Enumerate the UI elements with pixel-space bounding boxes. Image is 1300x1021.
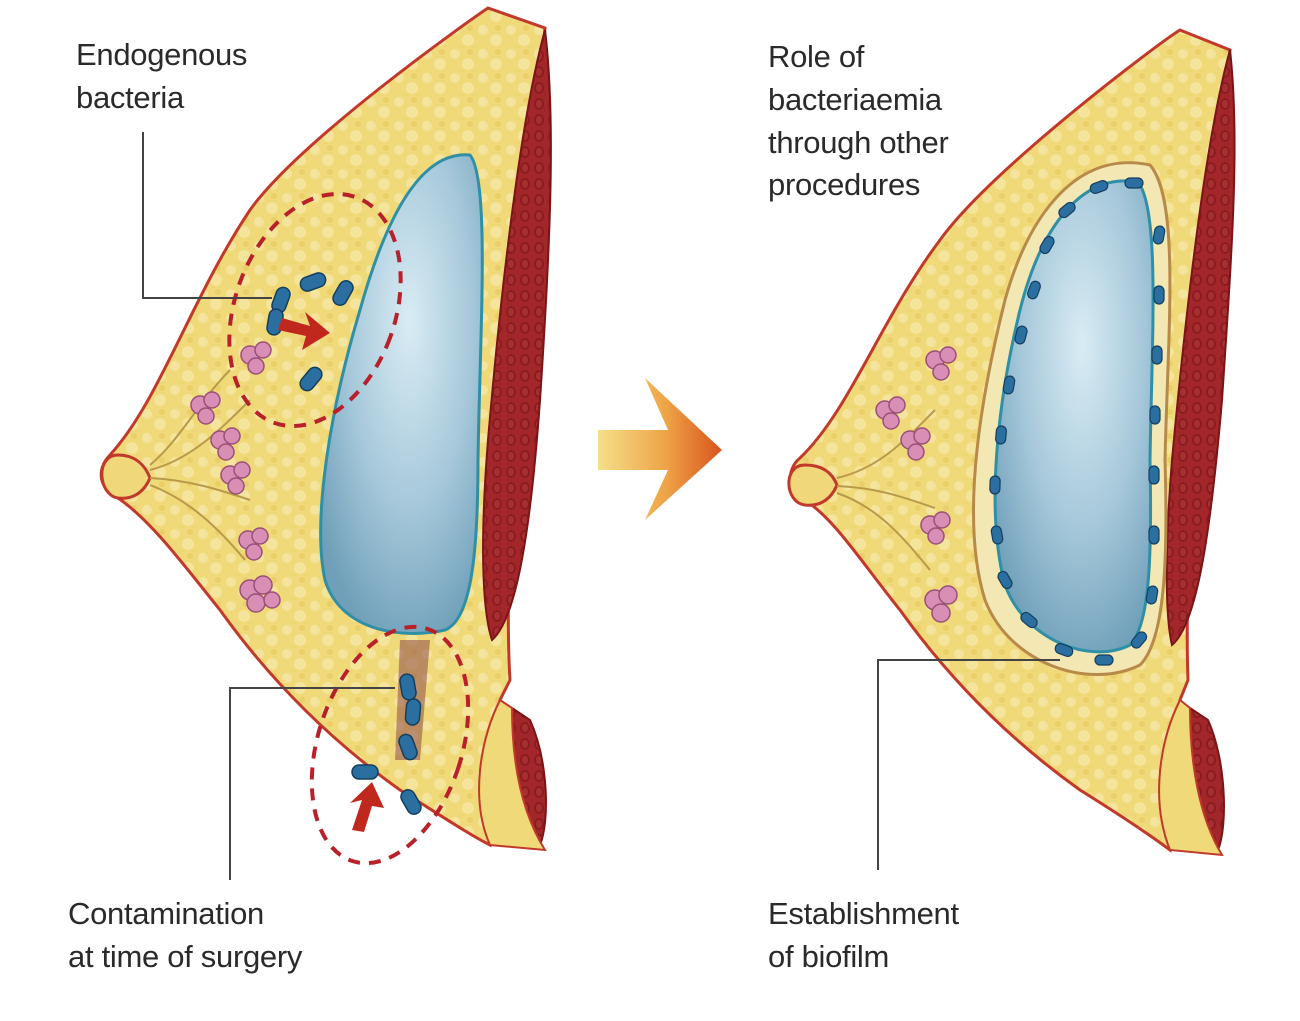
- left-entry-arrow-lower: [350, 782, 384, 832]
- label-role-of-bacteriaemia: Role of bacteriaemia through other proce…: [768, 39, 949, 203]
- left-entry-arrow-upper: [278, 312, 330, 350]
- transition-arrow: [598, 378, 722, 520]
- label-endogenous-bacteria: Endogenous bacteria: [76, 37, 248, 115]
- left-bacteria-cluster-upper: [266, 272, 354, 392]
- right-nipple: [787, 463, 839, 507]
- left-mammary-glands: [190, 341, 281, 613]
- left-milk-ducts: [149, 369, 251, 561]
- leader-line-contamination: [229, 687, 395, 880]
- left-pectoral-muscle: [482, 29, 552, 642]
- left-implant: [319, 153, 484, 635]
- label-establishment-of-biofilm: Establishment of biofilm: [768, 896, 959, 974]
- left-nipple: [100, 453, 152, 500]
- right-breast: [787, 28, 1236, 870]
- right-biofilm-bacteria: [989, 177, 1166, 666]
- right-chest-wall-skin: [1158, 698, 1224, 857]
- left-chest-wall-skin: [478, 698, 547, 852]
- leader-line-biofilm: [877, 659, 1060, 870]
- right-milk-ducts: [836, 409, 936, 571]
- right-mammary-glands: [875, 346, 958, 623]
- right-pectoral-muscle: [1165, 49, 1236, 647]
- left-endogenous-circle: [227, 191, 403, 429]
- label-contamination-at-surgery: Contamination at time of surgery: [68, 896, 303, 974]
- left-breast: [99, 6, 552, 880]
- left-bacteria-cluster-lower: [351, 673, 422, 815]
- left-surgery-circle: [309, 624, 471, 866]
- leader-line-endogenous: [142, 132, 272, 299]
